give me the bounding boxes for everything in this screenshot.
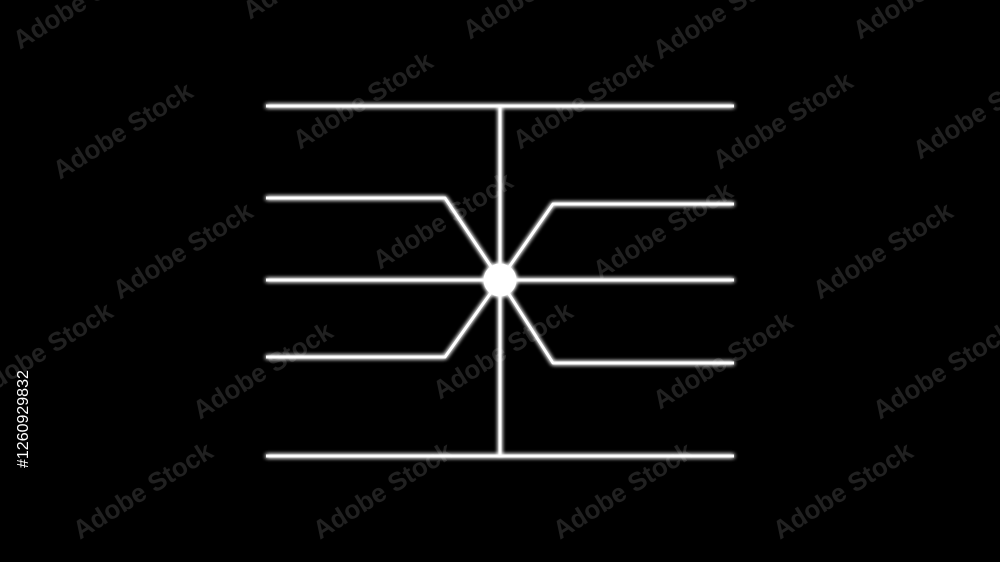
- watermark-text: Adobe Stock: [907, 55, 1000, 165]
- watermark-text: Adobe Stock: [707, 65, 858, 175]
- lower-left-branch: [266, 279, 502, 359]
- watermark-text: Adobe Stock: [67, 435, 218, 545]
- center-node: [483, 263, 517, 297]
- watermark-text: Adobe Stock: [237, 0, 388, 25]
- watermark-text: Adobe Stock: [647, 0, 798, 65]
- stock-id-text: #1260929832: [15, 370, 32, 468]
- watermark-text: Adobe Stock: [7, 0, 158, 55]
- watermark-text: Adobe Stock: [587, 175, 738, 285]
- watermark-text: Adobe Stock: [647, 305, 798, 415]
- watermark-text: Adobe Stock: [807, 195, 958, 305]
- watermark-text: Adobe Stock: [547, 435, 698, 545]
- watermark-text: Adobe Stock: [847, 0, 998, 45]
- stock-id-label: #1260929832: [15, 370, 32, 468]
- watermark-text: Adobe Stock: [47, 75, 198, 185]
- upper-left-branch: [266, 196, 502, 281]
- watermark-text: Adobe Stock: [767, 435, 918, 545]
- watermark-text: Adobe Stock: [367, 165, 518, 275]
- watermark-text: Adobe Stock: [287, 45, 438, 155]
- watermark-text: Adobe Stock: [187, 315, 338, 425]
- watermark-text: Adobe Stock: [307, 435, 458, 545]
- watermark-text: Adobe Stock: [457, 0, 608, 45]
- upper-right-branch: [498, 202, 734, 281]
- watermark-text: Adobe Stock: [107, 195, 258, 305]
- watermark-text: Adobe Stock: [507, 45, 658, 155]
- watermark-text: Adobe Stock: [867, 315, 1000, 425]
- lower-right-branch: [498, 279, 734, 365]
